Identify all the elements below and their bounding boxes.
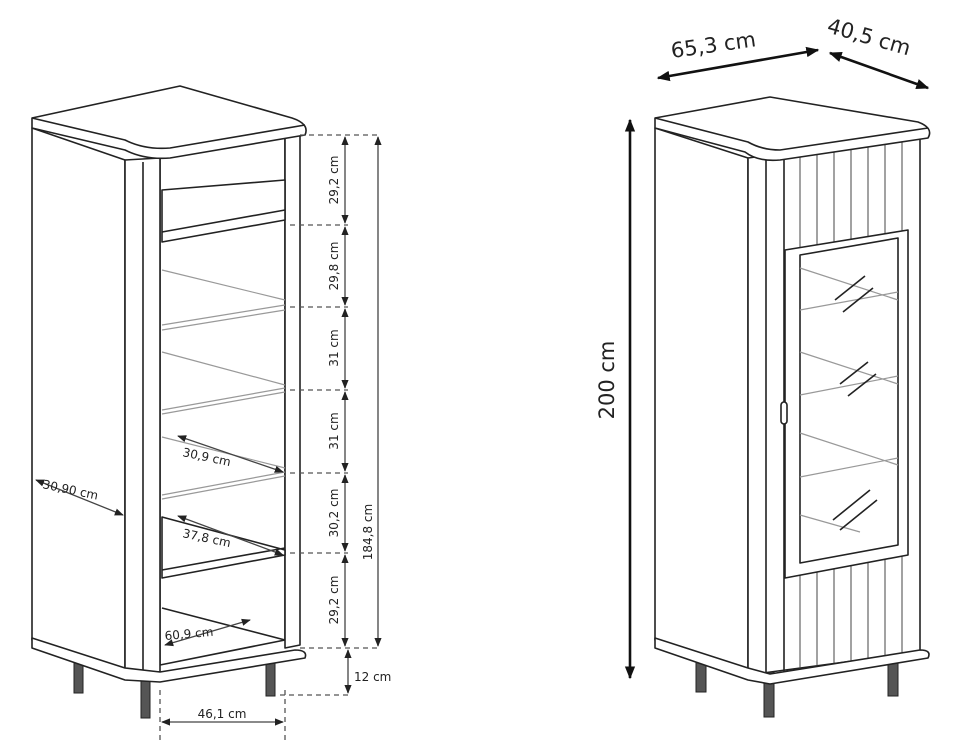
shelf-height-4: 31 cm	[327, 412, 341, 449]
door-handle	[780, 401, 788, 425]
height-label: 200 cm	[595, 341, 619, 420]
leg	[265, 659, 276, 697]
depth-label: 40,5 cm	[825, 14, 914, 61]
plinth	[31, 637, 307, 683]
bottom-depth-label: 60,9 cm	[164, 625, 214, 643]
inner-width-label: 46,1 cm	[198, 707, 247, 721]
side-panel	[654, 127, 749, 673]
leg	[887, 659, 899, 697]
glass-panel	[784, 229, 909, 579]
shelf-height-5: 30,2 cm	[327, 489, 341, 538]
shelf-height-3: 31 cm	[327, 329, 341, 366]
glass-shelf	[161, 351, 286, 415]
width-label: 65,3 cm	[669, 27, 757, 63]
glass-reflection	[832, 275, 878, 531]
shelf-height-2: 29,8 cm	[327, 242, 341, 291]
shelf-height-1: 29,2 cm	[327, 156, 341, 205]
top-board	[31, 85, 307, 160]
inner-height-label: 184,8 cm	[361, 504, 375, 560]
plinth	[654, 637, 930, 685]
closed-cabinet-drawing	[654, 96, 931, 718]
side-panel	[31, 127, 126, 671]
shelf-height-6: 29,2 cm	[327, 576, 341, 625]
leg-height-label: 12 cm	[354, 670, 391, 684]
open-cabinet-drawing	[31, 85, 307, 719]
top-board	[654, 96, 931, 162]
glass-shelf	[161, 269, 286, 331]
